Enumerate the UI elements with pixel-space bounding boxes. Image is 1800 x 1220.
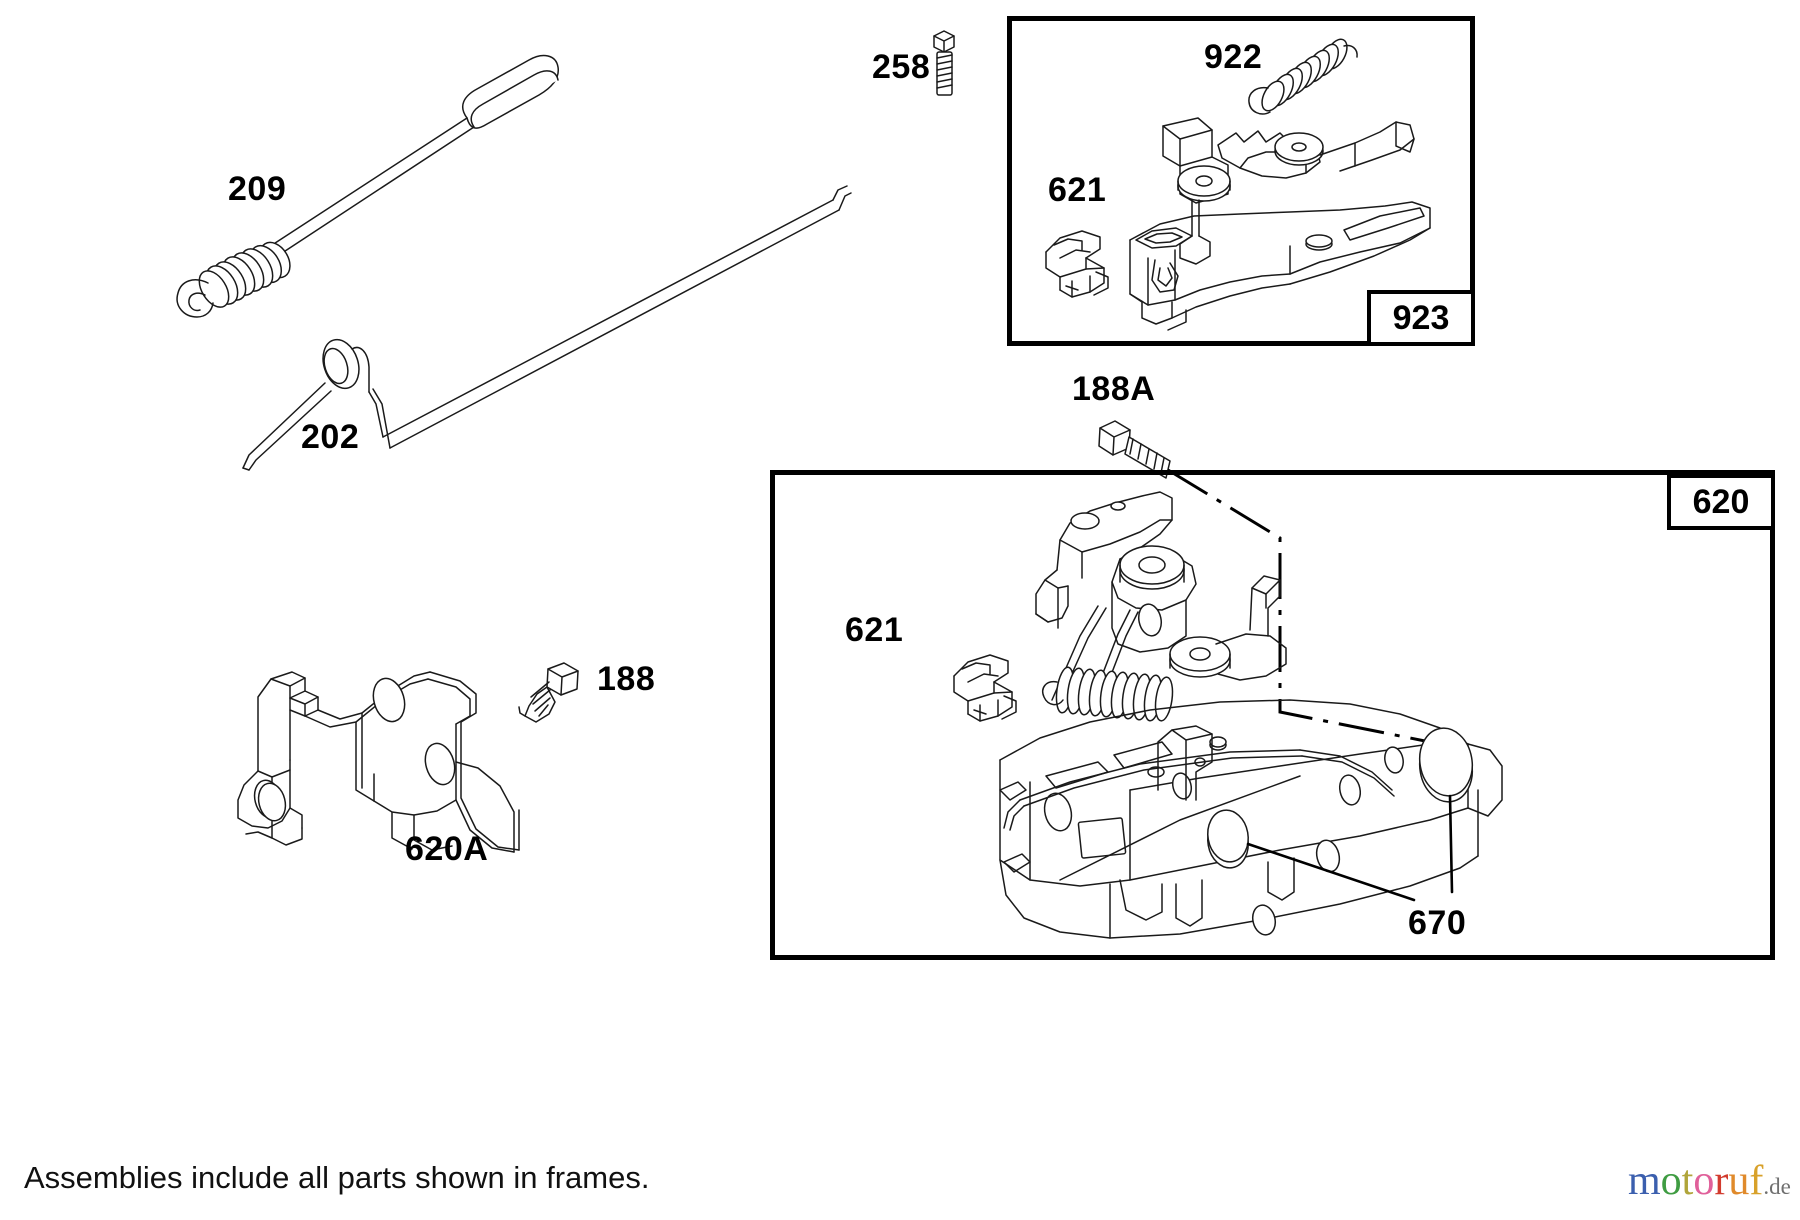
watermark-letter: t	[1681, 1158, 1694, 1204]
assembly-923-contents	[1045, 38, 1431, 331]
assembly-620-contents	[953, 420, 1503, 939]
part-188-screw	[518, 662, 579, 723]
callout-620: 620	[1667, 474, 1775, 530]
watermark-letter: u	[1728, 1158, 1750, 1204]
motoruf-watermark: motoruf.de	[1628, 1160, 1791, 1202]
callout-188: 188	[597, 660, 656, 698]
part-922-spring	[1248, 38, 1358, 115]
watermark-letters: motoruf	[1628, 1158, 1763, 1204]
part-621-clip-bottom	[953, 654, 1017, 722]
frame-923	[1007, 16, 1475, 346]
callout-922: 922	[1204, 38, 1263, 76]
part-670-leaders	[1246, 794, 1454, 902]
part-202-bent-rod	[242, 185, 852, 471]
part-209-spring-rod	[176, 54, 559, 318]
part-188a-bolt	[1098, 420, 1431, 744]
callout-621-top: 621	[1048, 171, 1107, 209]
callout-670: 670	[1408, 904, 1467, 942]
callout-202: 202	[301, 418, 360, 456]
watermark-letter: r	[1714, 1158, 1729, 1204]
frame-620	[770, 470, 1775, 960]
watermark-letter: m	[1628, 1158, 1661, 1204]
part-621-clip-top	[1045, 230, 1109, 298]
callout-923: 923	[1367, 290, 1475, 346]
callout-621-bottom: 621	[845, 611, 904, 649]
watermark-letter: f	[1749, 1158, 1764, 1204]
callout-620a: 620A	[405, 830, 489, 868]
part-620-bracket-body	[999, 491, 1503, 939]
watermark-letter: o	[1693, 1158, 1715, 1204]
watermark-suffix: .de	[1763, 1174, 1791, 1199]
callout-188a: 188A	[1072, 370, 1156, 408]
part-620a-bracket	[237, 671, 520, 853]
inner-spring	[1042, 666, 1174, 722]
callout-258: 258	[872, 48, 931, 86]
part-923-control-body	[1129, 117, 1431, 331]
footnote-text: Assemblies include all parts shown in fr…	[24, 1160, 650, 1195]
watermark-letter: o	[1660, 1158, 1682, 1204]
part-258-screw	[933, 30, 955, 96]
callout-209: 209	[228, 170, 287, 208]
